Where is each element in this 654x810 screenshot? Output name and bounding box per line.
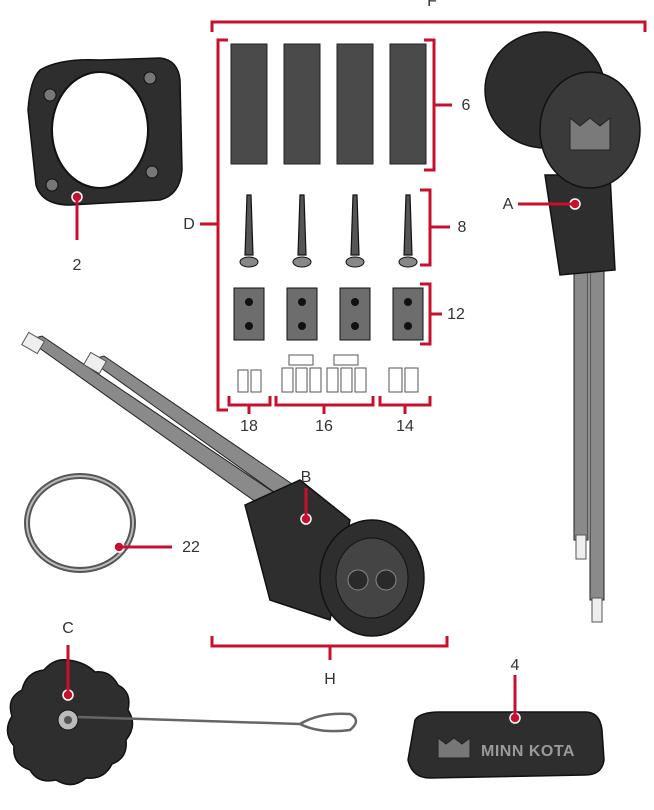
nut-plates (233, 287, 424, 341)
bracket-16 (274, 396, 375, 407)
adhesive-pads (230, 43, 427, 165)
callout-22: 22 (182, 539, 200, 556)
callout-18: 18 (240, 418, 258, 435)
badge-4: MINN KOTA (407, 711, 605, 779)
callout-c: C (62, 620, 74, 637)
bracket-14 (378, 396, 432, 407)
brand-label: MINN KOTA (481, 743, 575, 760)
callout-12: 12 (447, 306, 465, 323)
callout-6: 6 (462, 97, 471, 114)
bracket-f (210, 20, 647, 32)
callout-2: 2 (73, 257, 82, 274)
callout-8: 8 (458, 219, 467, 236)
callout-b: B (301, 469, 312, 486)
bracket-18 (227, 396, 272, 407)
connector-b (21, 331, 425, 637)
callout-4: 4 (511, 657, 520, 674)
bracket-h (210, 636, 449, 648)
cap-c (6, 658, 358, 786)
callout-16: 16 (315, 418, 333, 435)
callout-f: F (427, 0, 437, 10)
plug-a (484, 31, 641, 623)
callout-14: 14 (396, 418, 414, 435)
bracket-d (216, 38, 228, 412)
terminals (237, 354, 419, 393)
callout-a: A (503, 196, 514, 213)
mounting-plate (27, 57, 183, 206)
screws (239, 194, 418, 268)
callout-h: H (324, 671, 336, 688)
callout-d: D (183, 216, 195, 233)
bracket-8 (420, 188, 432, 267)
